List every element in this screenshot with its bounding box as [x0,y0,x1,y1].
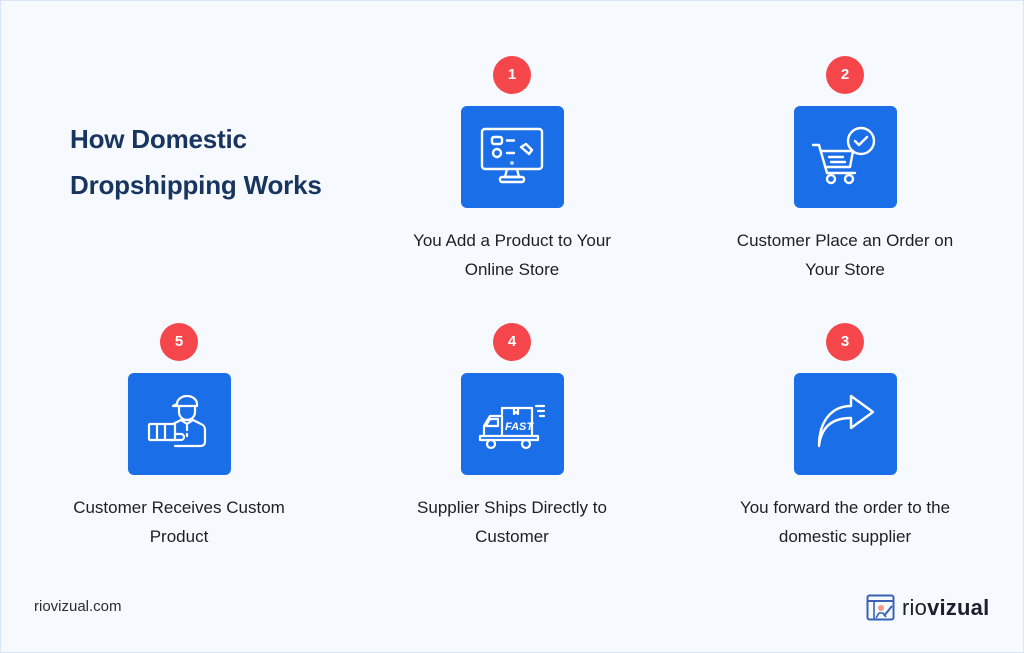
step-caption: You forward the order to the domestic su… [739,498,951,546]
step-1: 1 You Add a Product to Your Online Store [362,56,662,284]
page-title: How Domestic Dropshipping Works [70,116,322,208]
step-4: 4 FAST Supplier Ships Directly to Custom… [362,323,662,551]
monitor-icon [480,127,544,184]
title-line-1: How Domestic [70,124,247,154]
step-card [793,106,897,208]
logo-text: riovizual [902,595,990,620]
step-2: 2 Customer Place an Order on Your Store [695,56,995,284]
logo-chart-icon [866,594,895,621]
step-number-badge: 4 [493,323,531,361]
step-number-badge: 5 [160,323,198,361]
step-caption: Supplier Ships Directly to Customer [417,498,607,546]
step-number-badge: 3 [826,323,864,361]
fast-truck-icon: FAST [478,404,546,450]
step-caption: You Add a Product to Your Online Store [413,231,611,279]
svg-text:FAST: FAST [505,421,534,433]
cart-check-icon [811,126,876,185]
step-number-badge: 1 [493,56,531,94]
step-card: FAST [460,373,564,475]
step-card [793,373,897,475]
title-line-2: Dropshipping Works [70,170,322,200]
step-card [460,106,564,208]
delivery-person-icon [147,394,207,448]
step-caption: Customer Place an Order on Your Store [736,231,954,279]
forward-arrow-icon [817,394,875,448]
footer-url[interactable]: riovizual.com [34,598,122,615]
brand-logo: riovizual [866,594,989,622]
step-card [127,373,231,475]
step-number-badge: 2 [826,56,864,94]
step-3: 3 You forward the order to the domestic … [695,323,995,551]
step-5: 5 Customer Receives Custom Product [29,323,329,551]
step-caption: Customer Receives Custom Product [73,498,285,546]
